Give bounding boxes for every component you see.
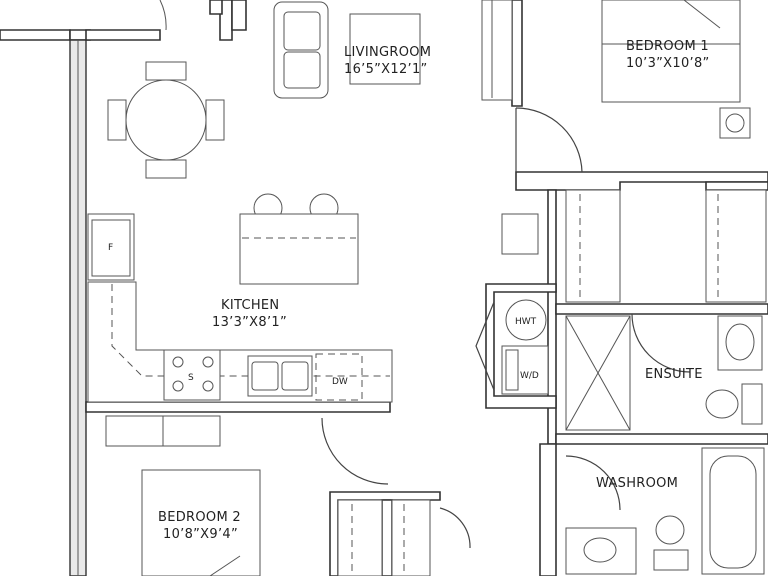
- bed2-door-arc: [321, 417, 389, 485]
- wall-top-pillar: [219, 0, 233, 41]
- ensuite-name: ENSUITE: [645, 367, 703, 382]
- laundry-bifold-door: [475, 301, 495, 391]
- exterior-walls: [0, 0, 247, 576]
- dining-table: [125, 79, 207, 161]
- wall-closet-divider: [381, 499, 393, 576]
- ensuite-fixtures: [565, 313, 763, 431]
- washer-dryer-panel: [505, 349, 519, 391]
- closet-4: [391, 499, 431, 576]
- burner-1: [172, 356, 184, 368]
- living-room-size: 16’5”X12’1”: [344, 62, 428, 77]
- water-heater-label: HWT: [515, 317, 537, 327]
- dining-chair-right: [205, 99, 225, 141]
- wall-ensuite-top: [555, 303, 768, 315]
- ensuite-door-arc: [631, 313, 691, 373]
- bedroom1-name: BEDROOM 1: [626, 39, 709, 54]
- ensuite-toilet: [705, 389, 739, 419]
- wall-top-pillar-2: [231, 0, 247, 31]
- washroom-sink: [583, 537, 617, 563]
- bed1-door-arc: [515, 107, 583, 173]
- closet-2: [705, 189, 767, 303]
- laundry-fixtures: HWT W/D: [475, 299, 549, 395]
- dining-chair-left: [107, 99, 127, 141]
- sink: [247, 355, 313, 397]
- bed-1: [601, 0, 741, 103]
- washer-dryer: [501, 345, 549, 395]
- kitchen-fixtures: F S DW: [87, 213, 393, 403]
- wall-top-left: [0, 29, 71, 41]
- water-heater: [505, 299, 547, 341]
- closet-3: [337, 499, 383, 576]
- kitchen-name: KITCHEN: [221, 298, 279, 313]
- burner-2: [202, 356, 214, 368]
- burner-4: [202, 380, 214, 392]
- coffee-table: [349, 13, 421, 85]
- room-labels: LIVINGROOM 16’5”X12’1” BEDROOM 1 10’3”X1…: [158, 39, 710, 542]
- bedroom1-size: 10’3”X10’8”: [626, 56, 710, 71]
- bed-2: [141, 469, 261, 576]
- sofa-cushion-2: [283, 51, 321, 89]
- dining-chair-top: [145, 61, 187, 81]
- fan-icon: [725, 113, 745, 133]
- wall-laundry: [485, 283, 557, 409]
- closets: [337, 189, 767, 576]
- bedroom2-name: BEDROOM 2: [158, 510, 241, 525]
- washroom-vanity: [565, 527, 637, 575]
- fridge-inner: [91, 219, 131, 277]
- tv-unit: [481, 0, 513, 101]
- bedroom2-size: 10’8”X9’4”: [163, 527, 238, 542]
- sofa-cushion-1: [283, 11, 321, 51]
- wall-top: [85, 29, 161, 41]
- wall-bed1-bottom: [515, 171, 768, 191]
- living-room-name: LIVINGROOM: [344, 45, 431, 60]
- kitchen-island: [239, 213, 359, 285]
- kitchen-size: 13’3”X8’1”: [212, 315, 287, 330]
- fridge-label: F: [108, 243, 113, 253]
- washroom-fixtures: [565, 447, 765, 575]
- wall-top-stub: [209, 0, 223, 15]
- washer-dryer-label: W/D: [520, 371, 539, 381]
- wall-bed2-top: [85, 401, 391, 413]
- entry-door-arc: [159, 0, 167, 31]
- bedroom2-furniture: [105, 415, 389, 576]
- living-furniture: [107, 0, 539, 285]
- wall-bed1-left: [511, 0, 523, 107]
- bedroom1-furniture: [515, 0, 751, 173]
- side-chair: [501, 213, 539, 255]
- wall-washroom-left: [539, 443, 557, 576]
- bathtub-inner: [709, 455, 757, 569]
- ensuite-sink: [725, 323, 755, 361]
- dishwasher: [315, 353, 363, 401]
- washroom-door-arc: [565, 455, 621, 511]
- dishwasher-label: DW: [332, 377, 348, 387]
- washroom-name: WASHROOM: [596, 476, 678, 491]
- washroom-toilet-tank: [653, 549, 689, 571]
- bathtub: [701, 447, 765, 575]
- burner-3: [172, 380, 184, 392]
- ensuite-vanity: [717, 315, 763, 371]
- ensuite-toilet-tank: [741, 383, 763, 425]
- bed-2-sheet: [209, 555, 241, 576]
- stove-label: S: [188, 373, 194, 383]
- sink-basin-1: [251, 361, 279, 391]
- dining-chair-bottom: [145, 159, 187, 179]
- closet-door-arc: [439, 507, 471, 549]
- fan-unit: [719, 107, 751, 139]
- wall-bed1-bottom-right: [705, 181, 768, 191]
- wall-ensuite-bottom: [555, 433, 768, 445]
- washroom-toilet: [655, 515, 685, 545]
- shower-diag-2: [565, 315, 631, 431]
- sink-basin-2: [281, 361, 309, 391]
- bed-1-sheet: [683, 0, 721, 29]
- closet-1: [565, 189, 621, 303]
